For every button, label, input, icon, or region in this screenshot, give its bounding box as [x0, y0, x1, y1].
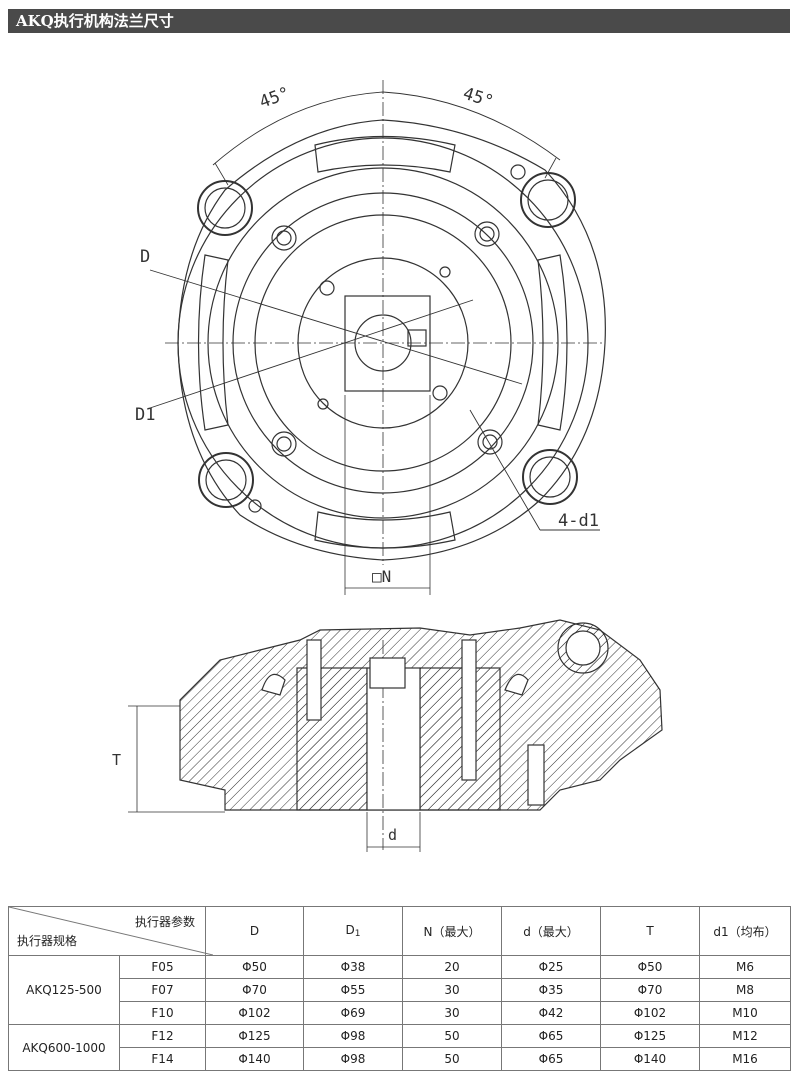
cell-N: 20	[402, 955, 502, 979]
cell-d1: M8	[699, 978, 791, 1002]
label-D: D	[140, 247, 150, 267]
cell-D1: Φ98	[303, 1047, 403, 1071]
header-D1-sub: 1	[354, 929, 361, 939]
header-D1: D1	[303, 906, 403, 956]
label-T: T	[112, 751, 121, 769]
cell-d: Φ25	[501, 955, 601, 979]
corner-diagonal	[9, 907, 213, 955]
cell-D1: Φ55	[303, 978, 403, 1002]
angle-left-label: 45°	[257, 83, 293, 112]
cell-T: Φ50	[600, 955, 700, 979]
label-N: □N	[372, 567, 391, 586]
table-row: F10 Φ102 Φ69 30 Φ42 Φ102 M10	[9, 1001, 791, 1025]
cell-d: Φ65	[501, 1024, 601, 1048]
cell-D: Φ70	[205, 978, 304, 1002]
header-D: D	[205, 906, 304, 956]
cell-D: Φ102	[205, 1001, 304, 1025]
cell-N: 30	[402, 978, 502, 1002]
angle-right-label: 45°	[460, 84, 495, 113]
table-row: F14 Φ140 Φ98 50 Φ65 Φ140 M16	[9, 1047, 791, 1071]
cell-N: 50	[402, 1047, 502, 1071]
header-D1-main: D	[345, 923, 355, 937]
header-d1: d1（均布）	[699, 906, 791, 956]
cell-T: Φ125	[600, 1024, 700, 1048]
cell-d: Φ65	[501, 1047, 601, 1071]
cell-d1: M10	[699, 1001, 791, 1025]
corner-header-cell: 执行器参数 执行器规格	[8, 906, 213, 956]
header-N: N（最大）	[402, 906, 502, 956]
cell-T: Φ70	[600, 978, 700, 1002]
cell-T: Φ140	[600, 1047, 700, 1071]
cell-D1: Φ69	[303, 1001, 403, 1025]
header-d: d（最大）	[501, 906, 601, 956]
flange-cell: F14	[119, 1047, 206, 1071]
table-row: AKQ600-1000 F12 Φ125 Φ98 50 Φ65 Φ125 M12	[8, 1024, 791, 1071]
section-view	[128, 619, 663, 852]
header-T: T	[600, 906, 700, 956]
corner-top-label: 执行器参数	[134, 915, 195, 929]
cell-D: Φ125	[205, 1024, 304, 1048]
cell-d1: M16	[699, 1047, 791, 1071]
cell-T: Φ102	[600, 1001, 700, 1025]
cell-N: 50	[402, 1024, 502, 1048]
table-header-row: 执行器参数 执行器规格 D D1 N（最大） d（最大） T d1（均布）	[8, 906, 791, 956]
table-row: F07 Φ70 Φ55 30 Φ35 Φ70 M8	[9, 978, 791, 1002]
table-row: AKQ125-500 F05 Φ50 Φ38 20 Φ25 Φ50 M6	[8, 955, 791, 1025]
flange-cell: F05	[119, 955, 206, 979]
group-cell: AKQ600-1000	[8, 1024, 120, 1071]
flange-cell: F12	[119, 1024, 206, 1048]
cell-D1: Φ98	[303, 1024, 403, 1048]
cell-D: Φ140	[205, 1047, 304, 1071]
page-title: AKQ执行机构法兰尺寸	[8, 9, 790, 33]
cell-d: Φ42	[501, 1001, 601, 1025]
cell-d: Φ35	[501, 978, 601, 1002]
flange-cell: F10	[119, 1001, 206, 1025]
label-d: d	[388, 826, 397, 844]
cell-d1: M12	[699, 1024, 791, 1048]
cell-D: Φ50	[205, 955, 304, 979]
cell-D1: Φ38	[303, 955, 403, 979]
label-4-d1: 4-d1	[558, 511, 599, 531]
corner-bottom-label: 执行器规格	[17, 934, 78, 948]
label-D1: D1	[135, 405, 155, 425]
flange-cell: F07	[119, 978, 206, 1002]
flange-spec-table: 执行器参数 执行器规格 D D1 N（最大） d（最大） T d1（均布） AK…	[8, 906, 791, 1071]
flange-drawing: 45° 45° D D1 4-d1 □N T d	[112, 80, 663, 852]
cell-N: 30	[402, 1001, 502, 1025]
top-view	[149, 80, 606, 595]
cell-d1: M6	[699, 955, 791, 979]
group-cell: AKQ125-500	[8, 955, 120, 1025]
